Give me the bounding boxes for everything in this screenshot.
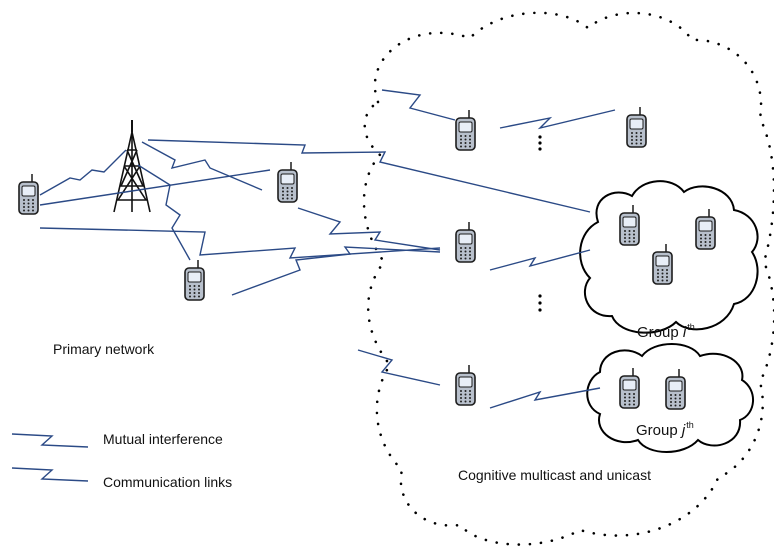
primary-user-phone-bottom [184,259,205,301]
primary-user-phone-left [18,173,39,215]
group-i-superscript: th [687,322,695,332]
group-i-label: Group ith [637,322,695,341]
primary-user-phone-middle [277,161,298,203]
cognitive-area-boundary [362,11,774,546]
cognitive-phone-center [455,221,476,263]
group-j-superscript: th [686,420,694,430]
group-j-variable: j [681,422,686,439]
ellipsis-vertical [538,135,542,312]
cognitive-phone-top-left [455,109,476,151]
legend-communication-links: Communication links [103,474,233,490]
cell-tower-icon [113,120,151,213]
group-j-prefix: Group [636,422,682,439]
group-j-label: Group jth [636,420,694,439]
cognitive-phone-bottom [455,364,476,406]
legend-mutual-interference: Mutual interference [103,431,223,447]
group-i-variable: i [682,324,687,341]
cognitive-area-label: Cognitive multicast and unicast [458,467,651,483]
group-i-prefix: Group [637,324,683,341]
primary-network-label: Primary network [53,341,155,357]
cognitive-phone-top-right [626,106,647,148]
